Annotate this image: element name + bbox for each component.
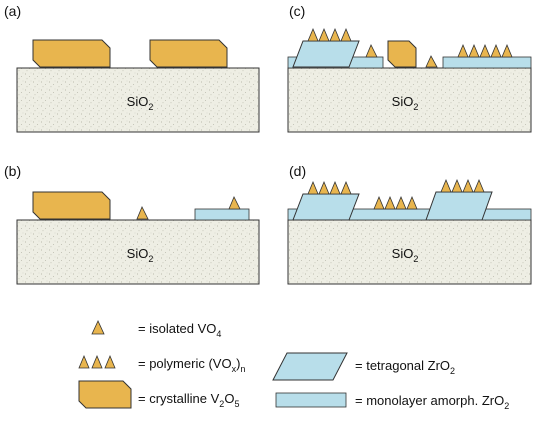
legend-monolayer-zro2-symbol: [275, 392, 347, 408]
polymeric-vox-triangle: [340, 27, 352, 42]
crystalline-v2o5-particle: [387, 40, 417, 68]
legend: = isolated VO4 = polymeric (VOx)n = crys…: [78, 320, 509, 411]
sio2-substrate: [16, 67, 260, 133]
polymeric-vox-triangle: [462, 178, 474, 193]
panel-a: (a) SiO2: [4, 3, 260, 133]
sio2-substrate: [16, 219, 260, 285]
legend-monolayer-zro2-label: = monolayer amorph. ZrO2: [355, 393, 509, 411]
polymeric-vox-triangle: [318, 180, 330, 195]
polymeric-vox-triangle: [457, 43, 469, 58]
substrate-label: SiO2: [127, 246, 154, 264]
legend-crystalline-v2o5-label: = crystalline V2O5: [138, 391, 239, 409]
crystalline-v2o5-particle: [32, 39, 111, 68]
monolayer-zro2-layer: [194, 208, 250, 221]
panel-b: (b) SiO2: [4, 163, 260, 285]
isolated-vo4-triangle: [425, 55, 438, 68]
polymeric-vox-triangle: [406, 195, 418, 210]
polymeric-vox-triangle: [479, 43, 491, 58]
polymeric-vox-triangle: [340, 180, 352, 195]
panel-c-label: (c): [289, 3, 305, 19]
legend-tetragonal-zro2-label: = tetragonal ZrO2: [355, 358, 455, 376]
polymeric-vox-triangle: [501, 43, 513, 58]
tetragonal-zro2-crystal: [425, 191, 493, 221]
panel-d-label: (d): [289, 163, 306, 179]
substrate-label: SiO2: [392, 94, 419, 112]
polymeric-vox-triangle: [329, 27, 341, 42]
panel-b-label: (b): [4, 163, 21, 179]
polymeric-vox-triangle: [373, 195, 385, 210]
crystalline-v2o5-particle: [32, 191, 111, 220]
tetragonal-zro2-crystal: [292, 193, 360, 221]
polymeric-vox-triangle: [473, 178, 485, 193]
polymeric-vox-triangle: [490, 43, 502, 58]
polymeric-vox-triangle: [384, 195, 396, 210]
legend-polymeric-vox-symbol: [78, 354, 116, 369]
polymeric-vox-triangle: [329, 180, 341, 195]
crystalline-v2o5-particle: [149, 39, 228, 68]
polymeric-vox-triangle: [307, 180, 319, 195]
polymeric-vox-triangle: [395, 195, 407, 210]
polymeric-vox-triangle: [440, 178, 452, 193]
substrate-label: SiO2: [127, 94, 154, 112]
legend-tetragonal-zro2-symbol: [272, 352, 348, 381]
panel-c: (c) SiO2: [287, 3, 532, 133]
isolated-vo4-triangle: [365, 44, 378, 58]
legend-polymeric-vox-label: = polymeric (VOx)n: [138, 356, 245, 374]
panel-a-label: (a): [4, 3, 21, 19]
panel-d: (d) SiO2: [287, 163, 532, 285]
polymeric-vox-triangle: [451, 178, 463, 193]
sio2-substrate: [287, 67, 532, 133]
polymeric-vox-triangle: [318, 27, 330, 42]
tetragonal-zro2-crystal: [292, 40, 360, 68]
substrate-label: SiO2: [392, 246, 419, 264]
monolayer-zro2-layer: [442, 56, 532, 69]
isolated-vo4-triangle: [228, 196, 241, 210]
polymeric-vox-triangle: [468, 43, 480, 58]
isolated-vo4-triangle: [136, 206, 149, 220]
legend-crystalline-v2o5-symbol: [78, 380, 132, 409]
polymeric-vox-triangle: [307, 27, 319, 42]
legend-isolated-vo4-label: = isolated VO4: [138, 321, 221, 339]
legend-isolated-vo4-symbol: [91, 320, 105, 335]
